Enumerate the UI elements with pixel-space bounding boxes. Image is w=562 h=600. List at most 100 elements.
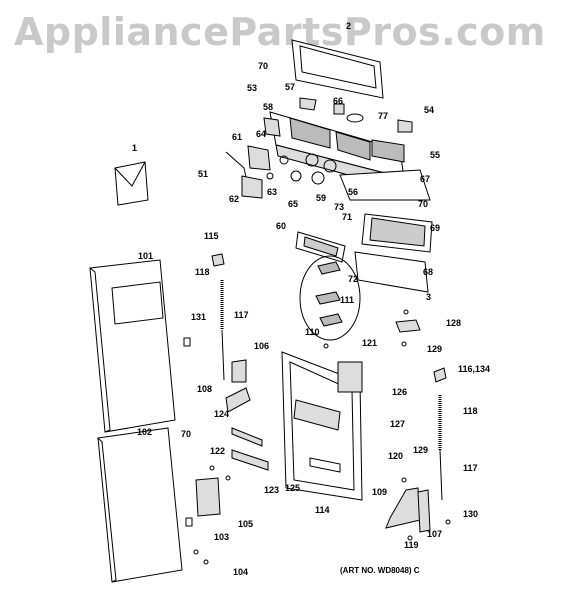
callout-108: 108 xyxy=(197,384,213,394)
callout-55: 55 xyxy=(430,150,441,160)
callout-121: 121 xyxy=(362,338,378,348)
callout-122: 122 xyxy=(210,446,226,456)
hinge-109 xyxy=(385,487,421,529)
callout-56: 56 xyxy=(348,187,359,197)
part-57 xyxy=(299,97,317,111)
callout-65: 65 xyxy=(288,199,299,209)
callout-70: 70 xyxy=(181,429,192,439)
callout-110: 110 xyxy=(305,327,320,337)
callout-102: 102 xyxy=(137,427,153,437)
callout-109: 109 xyxy=(372,487,388,497)
lower-door-panel-102 xyxy=(97,427,183,583)
owners-manual-1 xyxy=(114,161,149,206)
detergent-dispenser-121 xyxy=(337,361,363,393)
hinge-108 xyxy=(225,387,251,413)
control-panel-top xyxy=(291,39,384,99)
callout-54: 54 xyxy=(424,105,435,115)
callout-77: 77 xyxy=(378,111,389,121)
part-120 xyxy=(401,477,407,483)
callout-2: 2 xyxy=(346,21,352,31)
part-131 xyxy=(183,337,191,347)
bracket-125 xyxy=(231,449,269,471)
knob-59 xyxy=(311,171,325,185)
part-3 xyxy=(403,309,409,315)
callout-125: 125 xyxy=(285,483,301,493)
callout-116-134: 116,134 xyxy=(458,364,491,374)
callout-63: 63 xyxy=(267,187,278,197)
callout-129: 129 xyxy=(413,445,429,455)
callout-67: 67 xyxy=(420,174,431,184)
callout-118: 118 xyxy=(195,267,210,277)
callout-60: 60 xyxy=(276,221,287,231)
callout-72: 72 xyxy=(348,274,359,284)
part-110 xyxy=(323,343,329,349)
console-panel-67 xyxy=(339,169,431,201)
part-107 xyxy=(417,489,431,533)
callout-57: 57 xyxy=(285,82,296,92)
callout-3: 3 xyxy=(426,292,432,302)
callout-104: 104 xyxy=(233,567,249,577)
callout-119: 119 xyxy=(404,540,419,550)
callout-61: 61 xyxy=(232,132,243,142)
callout-129: 129 xyxy=(427,344,443,354)
callout-64: 64 xyxy=(256,129,267,139)
callout-71: 71 xyxy=(342,212,353,222)
callout-101: 101 xyxy=(138,251,154,261)
part-122 xyxy=(209,465,215,471)
callout-59: 59 xyxy=(316,193,327,203)
part-64 xyxy=(279,155,289,165)
part-54 xyxy=(397,119,413,133)
callout-70: 70 xyxy=(418,199,429,209)
part-106 xyxy=(231,359,247,383)
callout-1: 1 xyxy=(132,143,138,153)
callout-73: 73 xyxy=(334,202,345,212)
callout-58: 58 xyxy=(263,102,274,112)
callout-118: 118 xyxy=(463,406,478,416)
latch-105 xyxy=(195,477,221,517)
door-spring-left xyxy=(220,280,225,381)
callout-115: 115 xyxy=(204,231,219,241)
knob-65 xyxy=(290,170,302,182)
part-130 xyxy=(445,519,451,525)
callout-105: 105 xyxy=(238,519,254,529)
part-128 xyxy=(395,319,421,333)
callout-107: 107 xyxy=(427,529,443,539)
callout-62: 62 xyxy=(229,194,240,204)
watermark-text: AppliancePartsPros.com xyxy=(14,10,546,54)
part-61 xyxy=(247,145,271,171)
part-119 xyxy=(407,535,413,541)
callout-126: 126 xyxy=(392,387,408,397)
callout-66: 66 xyxy=(333,96,344,106)
callout-117: 117 xyxy=(234,310,249,320)
lower-console-panel xyxy=(354,213,433,293)
callout-127: 127 xyxy=(390,419,406,429)
callout-111: 111 xyxy=(340,295,355,305)
part-104a xyxy=(193,549,199,555)
part-115 xyxy=(211,253,225,267)
callout-51: 51 xyxy=(198,169,209,179)
part-66 xyxy=(333,103,345,115)
part-58 xyxy=(263,117,281,137)
callout-128: 128 xyxy=(446,318,462,328)
part-103 xyxy=(185,517,193,527)
door-spring-right xyxy=(438,395,443,501)
callout-117: 117 xyxy=(463,463,478,473)
part-62 xyxy=(241,175,263,199)
part-77 xyxy=(346,113,364,123)
callout-130: 130 xyxy=(463,509,479,519)
callout-131: 131 xyxy=(191,312,207,322)
callout-68: 68 xyxy=(423,267,434,277)
outer-door-panel-101 xyxy=(89,259,176,433)
callout-69: 69 xyxy=(430,223,441,233)
callout-106: 106 xyxy=(254,341,270,351)
part-123 xyxy=(225,475,231,481)
bracket-124 xyxy=(231,427,263,447)
part-116-134 xyxy=(433,367,447,383)
callout-103: 103 xyxy=(214,532,230,542)
part-55 xyxy=(371,139,405,163)
callout-120: 120 xyxy=(388,451,404,461)
part-129 xyxy=(401,341,407,347)
art-number: (ART NO. WD8048) C xyxy=(340,566,420,575)
